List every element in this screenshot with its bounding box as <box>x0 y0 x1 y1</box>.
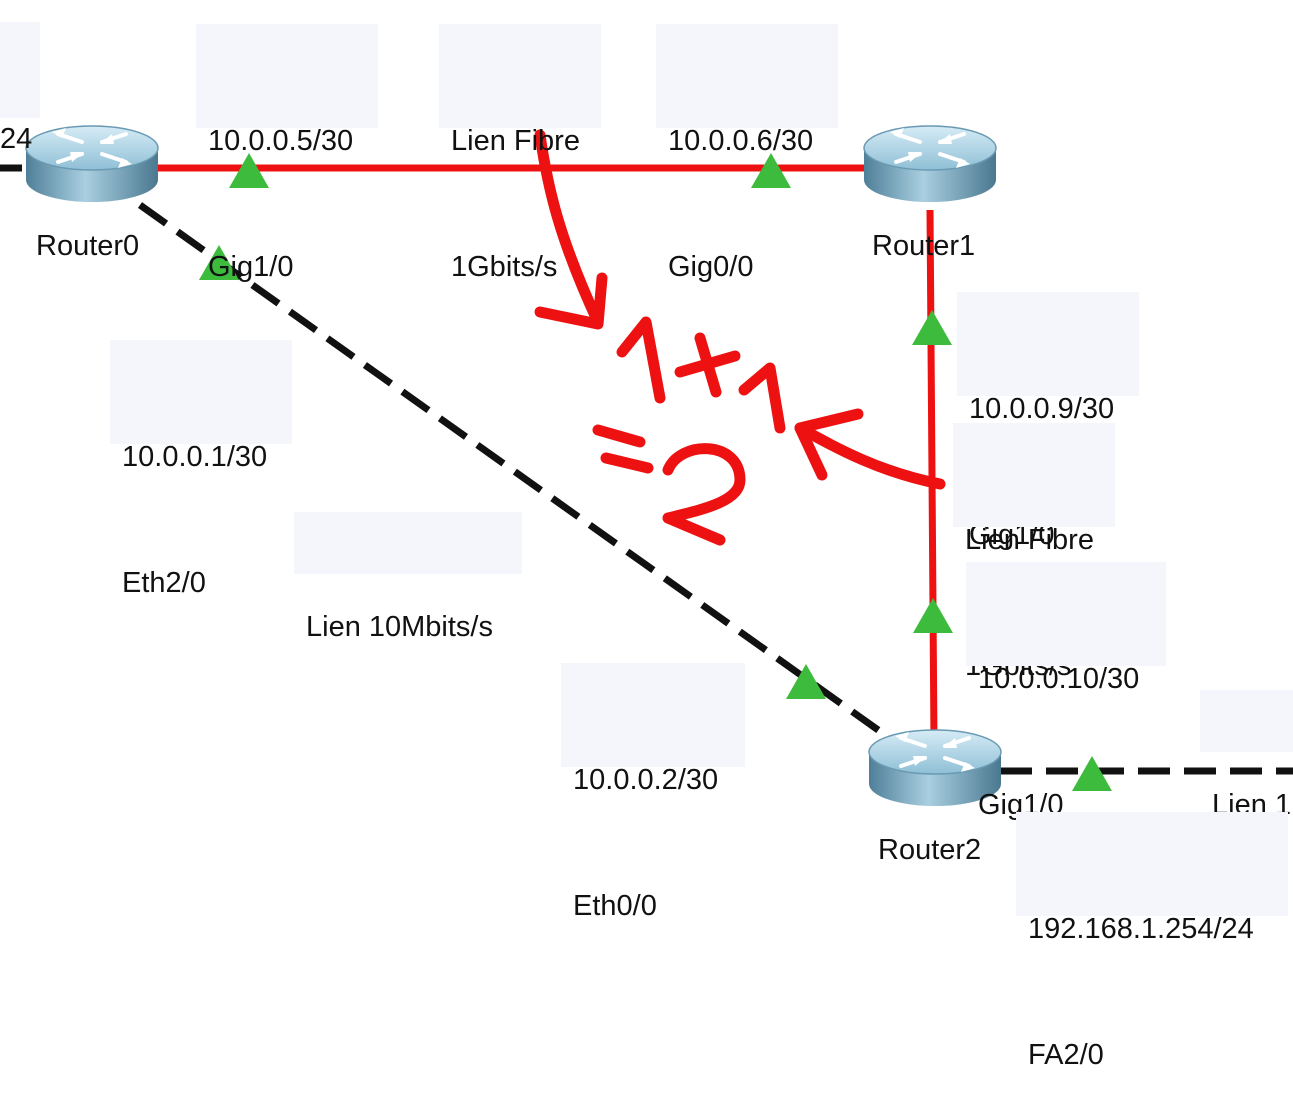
ip-address: 10.0.0.2/30 <box>573 764 719 796</box>
router-icon[interactable] <box>863 125 997 202</box>
links <box>0 164 1293 775</box>
port-up-icon <box>1072 756 1112 791</box>
ip-address: 192.168.1.254/24 <box>1028 913 1254 945</box>
interface-name: Eth0/0 <box>573 890 657 922</box>
port-indicators <box>199 153 1112 791</box>
port-up-icon <box>786 664 826 699</box>
port-up-icon <box>913 598 953 633</box>
port-up-icon <box>199 245 239 280</box>
link-label-fibre-top: Lien Fibre 1Gbits/s <box>439 24 601 283</box>
interface-name: Eth2/0 <box>122 567 206 599</box>
link-r0-r2-10m <box>137 202 898 745</box>
router-name: Router2 <box>878 834 982 866</box>
port-up-icon <box>912 310 952 345</box>
link-r1-r2-fibre <box>926 209 938 743</box>
interface-name: Gig1/0 <box>208 251 294 283</box>
arrow-from-right-label <box>794 422 946 490</box>
handwritten-annotation <box>534 129 946 546</box>
link-label-10mbits: Lien 10Mbits/s <box>294 512 522 643</box>
interface-label-router2-eth0-0: 10.0.0.2/30 Eth0/0 <box>561 663 745 922</box>
link-speed: Lien 10Mbits/s <box>306 611 493 643</box>
ip-address: 10.0.0.5/30 <box>208 125 354 157</box>
interface-name: FA2/0 <box>1028 1039 1104 1071</box>
link-speed: 1Gbits/s <box>451 251 558 283</box>
ip-address: 10.0.0.6/30 <box>668 125 814 157</box>
link-label-right-partial: Lien 1 <box>1200 690 1293 821</box>
interface-name: Gig0/0 <box>668 251 754 283</box>
ip-address: 10.0.0.10/30 <box>978 663 1140 695</box>
arrow-from-top-label <box>534 129 604 328</box>
interface-label-router1-gig0-0: 10.0.0.6/30 Gig0/0 <box>656 24 838 283</box>
interface-label-router1-gig1-0: 10.0.0.9/30 Gig1/0 <box>957 292 1139 551</box>
ip-address: 10.0.0.9/30 <box>969 393 1115 425</box>
link-type: Lien Fibre <box>965 524 1094 556</box>
router-name: Router0 <box>36 230 140 262</box>
router-name: Router1 <box>872 230 976 262</box>
interface-label: 24 <box>0 22 40 155</box>
interface-label-router0-eth2-0: 10.0.0.1/30 Eth2/0 <box>110 340 292 599</box>
interface-label-router2-fa2-0: 192.168.1.254/24 FA2/0 <box>1016 812 1288 1071</box>
interface-label-router0-gig1-0: 10.0.0.5/30 Gig1/0 <box>196 24 378 283</box>
interface-label-router2-gig1-0: 10.0.0.10/30 Gig1/0 <box>966 562 1166 821</box>
label-line: 24 <box>0 123 33 155</box>
router-icon[interactable] <box>868 729 1002 806</box>
network-topology-diagram <box>0 125 1293 806</box>
ip-address: 10.0.0.1/30 <box>122 441 268 473</box>
port-up-icon <box>751 153 791 188</box>
router-icon[interactable] <box>25 125 159 202</box>
link-type: Lien Fibre <box>451 125 580 157</box>
port-up-icon <box>229 153 269 188</box>
link-label-fibre-right: Lien Fibre 1Gbits/s <box>953 423 1115 682</box>
